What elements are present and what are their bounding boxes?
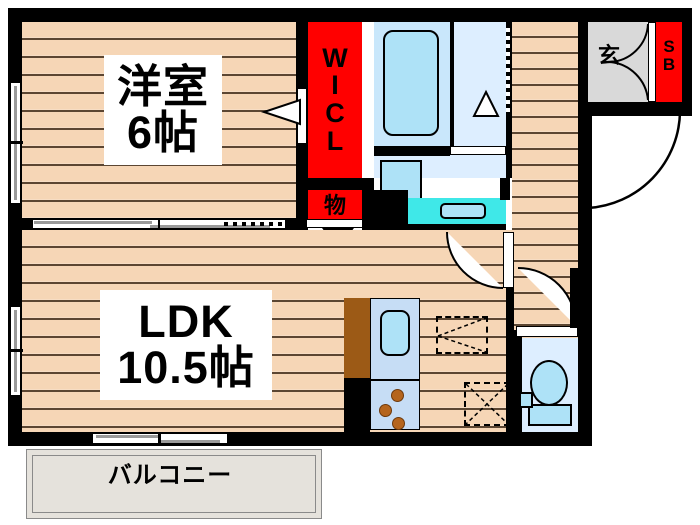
wall-toilet-left: [514, 330, 522, 432]
closet-shoebox: [656, 22, 682, 102]
appliance-space-upper: [436, 316, 488, 354]
wall-monoire-right: [362, 178, 374, 230]
window-ldk-balcony-pane-a: [96, 435, 158, 438]
wall-bottom-right: [300, 432, 592, 446]
wall-bath-divider: [450, 22, 454, 146]
stove-burner-3: [392, 417, 405, 430]
toilet-paper-holder: [519, 392, 533, 408]
stove-burner-1: [391, 389, 404, 402]
sliding-door-dots: [224, 222, 286, 226]
room-washitsu-floor: [22, 22, 296, 218]
sliding-door-mullion: [158, 219, 160, 229]
stove-burner-2: [379, 404, 392, 417]
window-ldk-balcony-pane-b: [158, 440, 220, 443]
toilet-door[interactable]: [516, 326, 578, 337]
wall-toilet-right-nub: [570, 268, 578, 328]
window-bedroom-left-handle: [8, 141, 23, 144]
wall-top: [8, 8, 692, 22]
kitchen-sink: [380, 310, 410, 356]
wall-corridor-right-top: [578, 22, 588, 108]
closet-wic: [308, 22, 362, 178]
wall-right-lower: [578, 108, 592, 446]
toilet-tank: [528, 404, 572, 426]
wall-kitchen-corridor: [506, 232, 514, 432]
door-ldk-corridor[interactable]: [503, 232, 514, 288]
wall-bath-right-nub: [500, 178, 510, 200]
front-door-swing-arc-icon: [587, 111, 682, 210]
vanity-sink: [440, 203, 486, 219]
closet-monoire: [308, 190, 362, 220]
wall-vanity-left: [374, 190, 408, 224]
sliding-door-panel-b: [150, 225, 270, 228]
sliding-door-panel-a: [34, 221, 152, 224]
kitchen-wall-under-fridge: [344, 378, 370, 432]
toilet-bowl: [530, 360, 568, 406]
balcony-inner-border: [32, 455, 316, 513]
room-ldk-floor: [22, 230, 306, 432]
wall-wic-bottom: [296, 178, 374, 190]
monoire-door-panel[interactable]: [306, 219, 364, 228]
bathtub: [383, 30, 439, 136]
entrance-inner-door[interactable]: [648, 22, 656, 102]
window-ldk-left-handle: [8, 349, 23, 352]
balcony-area: [26, 449, 322, 519]
bath-partition-dots: [506, 24, 510, 114]
wall-under-tub: [374, 146, 450, 156]
refrigerator-space: [344, 298, 370, 378]
wall-entrance-bottom: [578, 102, 692, 116]
wall-bath-bottom: [374, 224, 506, 232]
wic-door-panel[interactable]: [297, 88, 307, 144]
bath-door[interactable]: [450, 146, 506, 155]
window-ldk-balcony-mullion: [158, 432, 161, 445]
appliance-space-lower: [464, 382, 510, 426]
entrance-genkan-floor: [588, 22, 650, 102]
